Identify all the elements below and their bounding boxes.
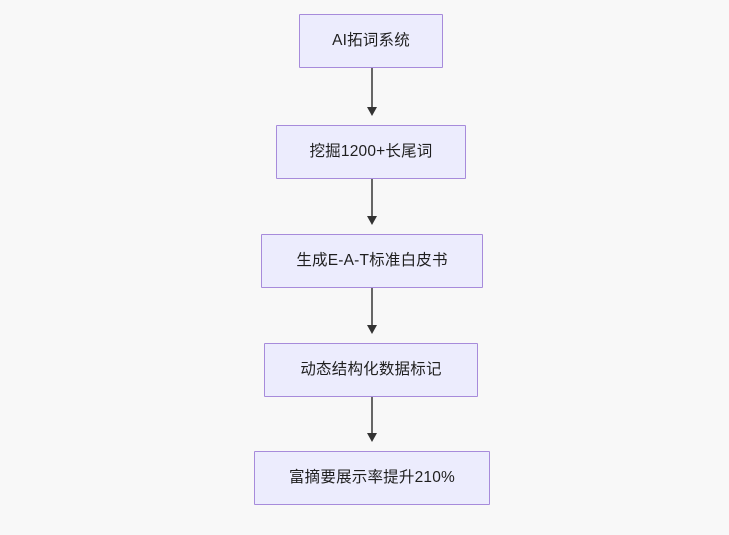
arrow-down-icon (367, 107, 377, 116)
flow-node-generate-eat-whitepaper[interactable]: 生成E-A-T标准白皮书 (261, 234, 483, 288)
flow-node-label: 富摘要展示率提升210% (288, 468, 456, 486)
edge-line (371, 288, 373, 326)
arrow-down-icon (367, 433, 377, 442)
arrow-down-icon (367, 325, 377, 334)
flow-node-mine-longtail-keywords[interactable]: 挖掘1200+长尾词 (276, 125, 466, 179)
flow-node-dynamic-structured-data-markup[interactable]: 动态结构化数据标记 (264, 343, 478, 397)
flow-edge-n2-n3 (367, 179, 377, 225)
flow-node-label: 动态结构化数据标记 (300, 360, 442, 378)
arrow-down-icon (367, 216, 377, 225)
flow-node-label: AI拓词系统 (332, 31, 410, 49)
flow-node-ai-keyword-system[interactable]: AI拓词系统 (299, 14, 443, 68)
flow-node-rich-snippet-rate-increase[interactable]: 富摘要展示率提升210% (254, 451, 490, 505)
flow-edge-n3-n4 (367, 288, 377, 334)
edge-line (371, 397, 373, 434)
edge-line (371, 68, 373, 108)
flow-node-label: 生成E-A-T标准白皮书 (296, 251, 448, 269)
flow-node-label: 挖掘1200+长尾词 (309, 142, 433, 160)
flow-edge-n4-n5 (367, 397, 377, 442)
flow-edge-n1-n2 (367, 68, 377, 116)
edge-line (371, 179, 373, 217)
